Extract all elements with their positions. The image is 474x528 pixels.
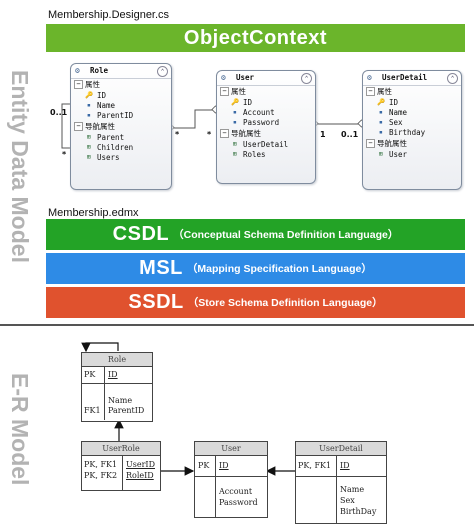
- navigation-row[interactable]: ⊞Children: [71, 143, 171, 153]
- section-toggle-icon[interactable]: −: [220, 87, 229, 96]
- navigation-row[interactable]: ⊞UserDetail: [217, 140, 315, 150]
- csdl-name: CSDL: [112, 223, 170, 245]
- csdl-bar: CSDL （Conceptual Schema Definition Langu…: [46, 219, 465, 250]
- role-self-association: [61, 103, 70, 149]
- multiplicity-self-bottom: *: [62, 150, 67, 159]
- key-icon: 🔑: [377, 98, 386, 106]
- property-icon: ▪: [87, 101, 91, 109]
- collapse-icon[interactable]: ⌃: [157, 66, 168, 77]
- section-title: 导航属性: [231, 129, 261, 138]
- navigation-icon: ⊞: [87, 143, 91, 151]
- object-context-text: ObjectContext: [183, 26, 328, 49]
- property-row[interactable]: ▪Sex: [363, 118, 461, 128]
- entity-icon: ⚙: [75, 66, 80, 75]
- property-row[interactable]: 🔑ID: [231, 98, 253, 107]
- navigation-icon: ⊞: [87, 133, 91, 141]
- section-toggle-icon[interactable]: −: [74, 80, 83, 89]
- property-row[interactable]: ▪Password: [217, 118, 315, 128]
- designer-file-label: Membership.Designer.cs: [48, 9, 170, 21]
- entity-title: UserDetail: [382, 73, 428, 82]
- er-table-userdetail[interactable]: UserDetail PK, FK1 ID Name Sex BirthDay: [295, 441, 387, 524]
- entity-title: User: [236, 73, 255, 82]
- navigation-row[interactable]: ⊞Roles: [217, 150, 315, 160]
- role-user-association: [170, 109, 216, 129]
- entity-userdetail[interactable]: ⚙ UserDetail ⌃ −属性 🔑ID ▪Name ▪Sex ▪Birth…: [362, 70, 462, 190]
- navigation-icon: ⊞: [87, 153, 91, 161]
- navigation-icon: ⊞: [233, 140, 237, 148]
- collapse-icon[interactable]: ⌃: [447, 73, 458, 84]
- er-table-userrole[interactable]: UserRole PK, FK1 PK, FK2 UserID RoleID: [81, 441, 161, 491]
- er-relationship-lines: [81, 342, 295, 476]
- property-row[interactable]: ▪Account: [217, 108, 315, 118]
- er-table-role[interactable]: Role PK ID FK1 Name ParentID: [81, 352, 153, 422]
- section-title: 属性: [231, 87, 246, 96]
- csdl-desc: （Conceptual Schema Definition Language）: [173, 229, 399, 241]
- section-divider: [0, 324, 474, 326]
- navigation-icon: ⊞: [379, 150, 383, 158]
- ssdl-bar: SSDL （Store Schema Definition Language）: [46, 287, 465, 318]
- section-title: 属性: [85, 80, 100, 89]
- navigation-icon: ⊞: [233, 150, 237, 158]
- property-row[interactable]: 🔑ID: [85, 91, 107, 100]
- msl-name: MSL: [139, 257, 183, 279]
- section-toggle-icon[interactable]: −: [366, 87, 375, 96]
- property-row[interactable]: ▪Name: [363, 108, 461, 118]
- table-title: User: [195, 442, 267, 456]
- property-row[interactable]: ▪ParentID: [71, 111, 171, 121]
- section-toggle-icon[interactable]: −: [74, 122, 83, 131]
- msl-desc: （Mapping Specification Language）: [186, 263, 372, 275]
- er-table-user[interactable]: User PK ID Account Password: [194, 441, 268, 518]
- ssdl-desc: （Store Schema Definition Language）: [187, 297, 383, 309]
- multiplicity-role-user-right: *: [207, 130, 212, 139]
- object-context-bar: ObjectContext: [46, 24, 465, 52]
- property-icon: ▪: [379, 128, 383, 136]
- section-toggle-icon[interactable]: −: [366, 139, 375, 148]
- navigation-row[interactable]: ⊞User: [363, 150, 461, 160]
- edmx-file-label: Membership.edmx: [48, 207, 139, 219]
- key-icon: 🔑: [231, 98, 240, 106]
- role-self-reference: [81, 342, 119, 353]
- navigation-row[interactable]: ⊞Users: [71, 153, 171, 163]
- multiplicity-user-detail-right: 0..1: [341, 130, 359, 139]
- property-row[interactable]: 🔑ID: [377, 98, 399, 107]
- navigation-row[interactable]: ⊞Parent: [71, 133, 171, 143]
- msl-bar: MSL （Mapping Specification Language）: [46, 253, 465, 284]
- multiplicity-user-detail-left: 1: [320, 130, 326, 139]
- property-icon: ▪: [379, 118, 383, 126]
- entity-title: Role: [90, 66, 109, 75]
- section-title: 属性: [377, 87, 392, 96]
- property-icon: ▪: [233, 108, 237, 116]
- table-title: UserDetail: [296, 442, 386, 456]
- property-row[interactable]: ▪Birthday: [363, 128, 461, 138]
- entity-icon: ⚙: [367, 73, 372, 82]
- key-icon: 🔑: [85, 91, 94, 99]
- property-icon: ▪: [87, 111, 91, 119]
- table-title: UserRole: [82, 442, 160, 456]
- section-title: 导航属性: [377, 139, 407, 148]
- section-toggle-icon[interactable]: −: [220, 129, 229, 138]
- table-title: Role: [82, 353, 152, 367]
- ssdl-name: SSDL: [128, 291, 184, 313]
- multiplicity-self-left: 0..1: [50, 108, 68, 117]
- entity-icon: ⚙: [221, 73, 226, 82]
- property-icon: ▪: [379, 108, 383, 116]
- entity-user[interactable]: ⚙ User ⌃ −属性 🔑ID ▪Account ▪Password −导航属…: [216, 70, 316, 184]
- collapse-icon[interactable]: ⌃: [301, 73, 312, 84]
- property-icon: ▪: [233, 118, 237, 126]
- entity-role[interactable]: ⚙ Role ⌃ −属性 🔑ID ▪Name ▪ParentID −导航属性 ⊞…: [70, 63, 172, 190]
- multiplicity-role-user-left: *: [175, 130, 180, 139]
- section-title: 导航属性: [85, 122, 115, 131]
- property-row[interactable]: ▪Name: [71, 101, 171, 111]
